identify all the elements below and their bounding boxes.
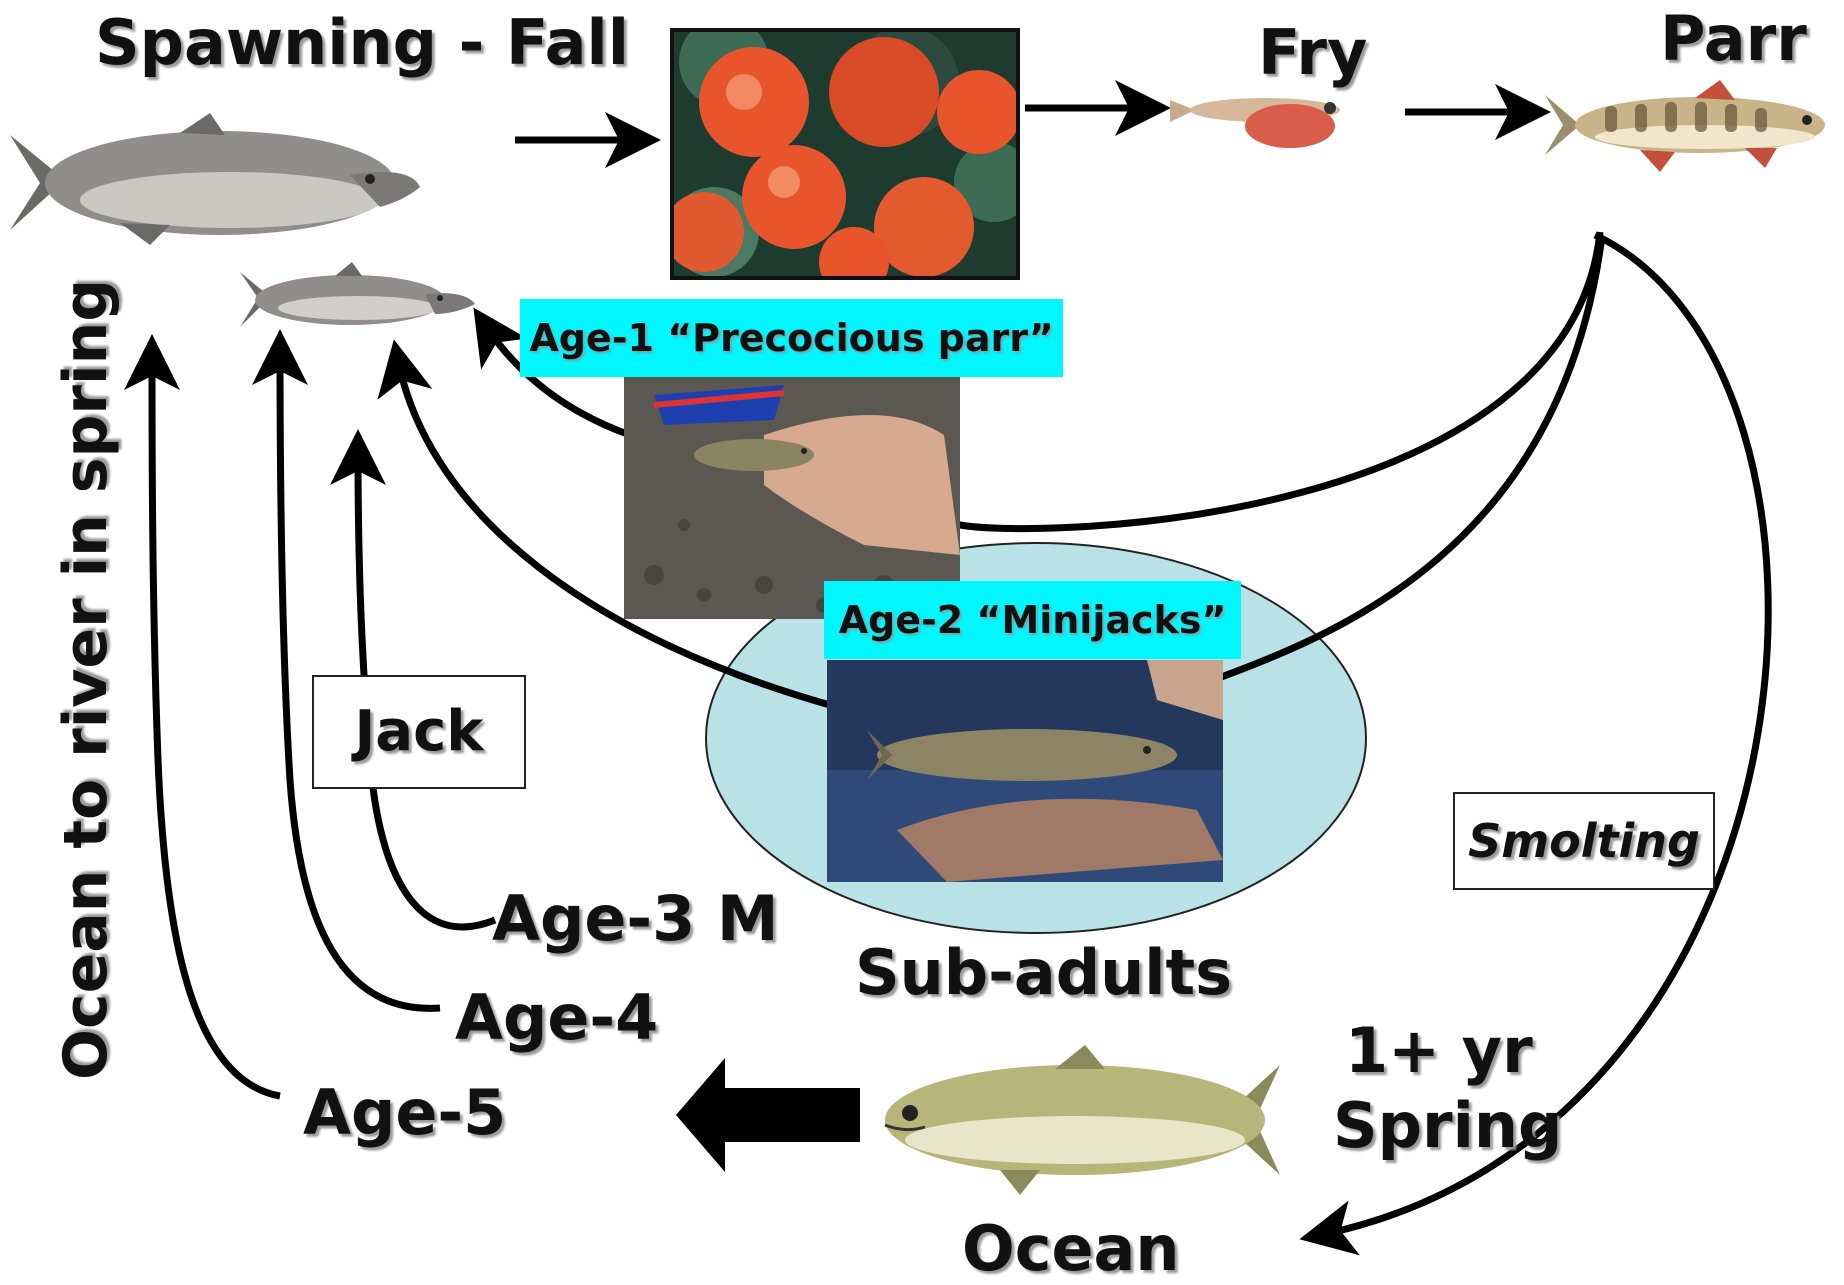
spawning-label: Spawning - Fall: [95, 12, 629, 74]
ocean-return-block-arrow: [676, 1058, 860, 1172]
precocious-parr-label: Age-1 “Precocious parr”: [520, 299, 1063, 377]
smolting-box: Smolting: [1453, 792, 1715, 890]
parr-label: Parr: [1660, 8, 1807, 70]
spring-label: Spring: [1333, 1095, 1562, 1157]
eggs-photo: [670, 28, 1020, 280]
sub-adults-label: Sub-adults: [855, 942, 1232, 1004]
age3-label: Age-3 M: [492, 888, 779, 950]
arrow-age5: [152, 355, 280, 1096]
jack-label: Jack: [354, 704, 483, 760]
smolting-label: Smolting: [1468, 818, 1700, 864]
minijack-photo: [827, 660, 1223, 882]
jack-box: Jack: [312, 675, 526, 789]
ocean-to-river-label: Ocean to river in spring: [56, 279, 116, 1080]
ocean-label: Ocean: [962, 1218, 1179, 1280]
one-plus-yr-label: 1+ yr: [1345, 1020, 1533, 1082]
age4-label: Age-4: [455, 987, 658, 1049]
age5-label: Age-5: [303, 1082, 506, 1144]
minijacks-label: Age-2 “Minijacks”: [824, 581, 1241, 659]
fry-label: Fry: [1258, 22, 1367, 84]
